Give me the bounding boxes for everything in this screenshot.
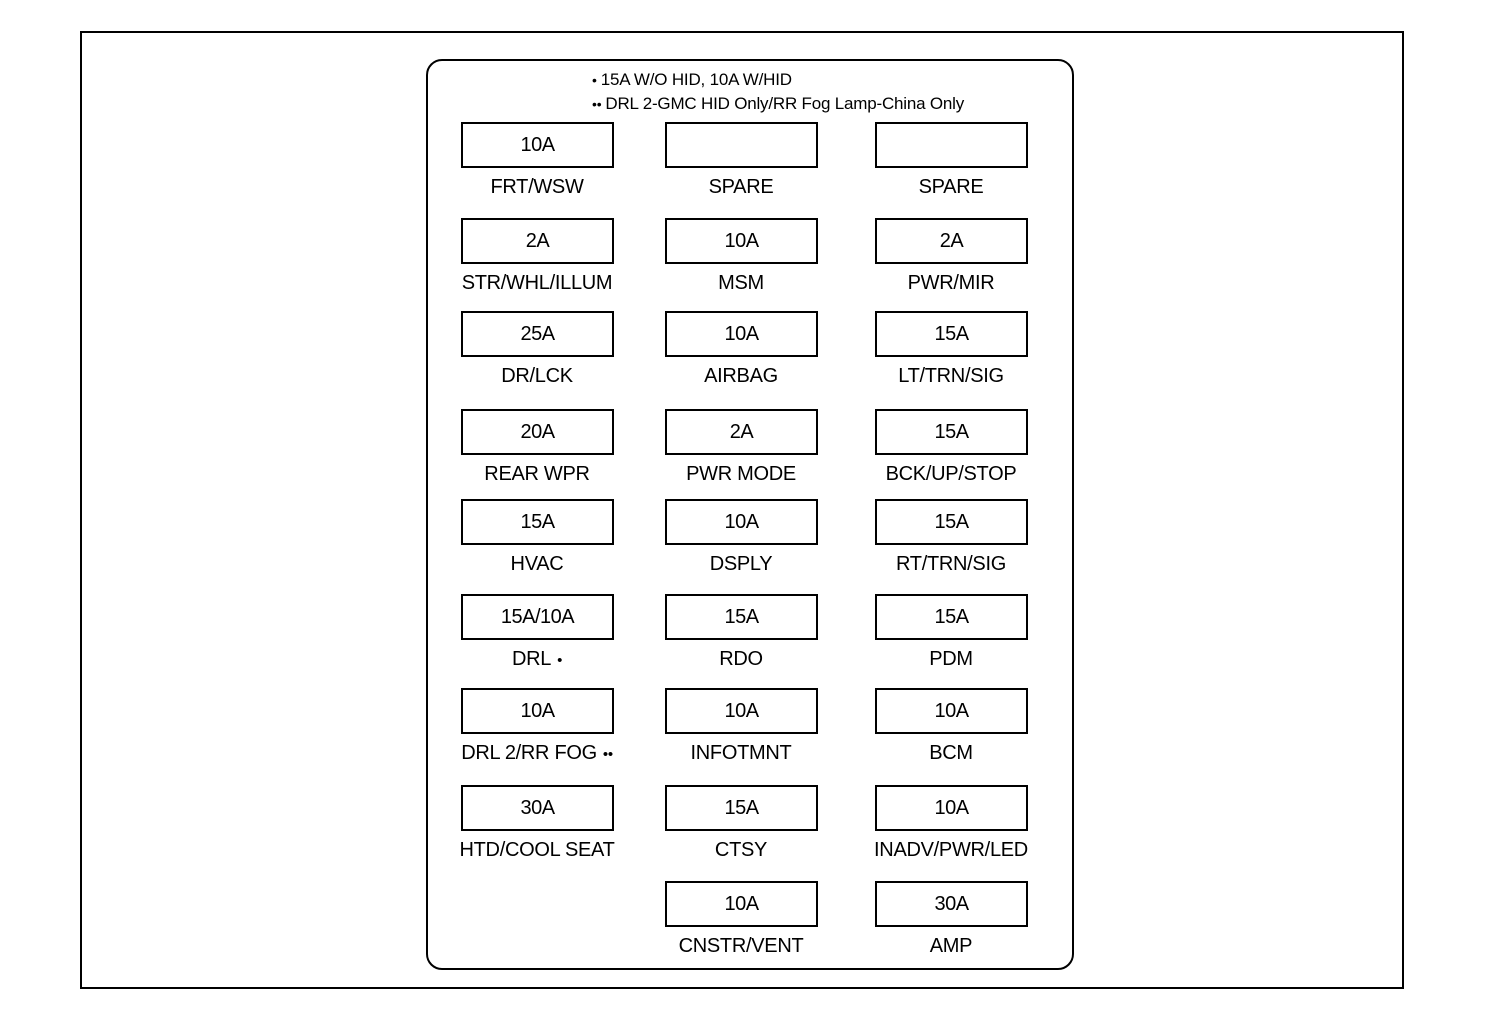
fuse-slot: 15A/10A [461,594,614,640]
fuse-label: HTD/COOL SEAT [417,838,657,862]
fuse-slot: 15A [461,499,614,545]
fuse-label-text: DRL [511,648,552,670]
fuse-label-text: BCK/UP/STOP [885,463,1017,485]
fuse-label: RT/TRN/SIG [831,552,1071,576]
footnote-marker: •• [602,746,613,763]
fuse-slot [665,122,818,168]
fuse-label: AIRBAG [621,364,861,388]
fuse-slot: 10A [665,688,818,734]
fuse-label-text: REAR WPR [484,463,590,485]
fuse-slot: 30A [461,785,614,831]
fuse-slot: 15A [875,311,1028,357]
fuse-label: PDM [831,647,1071,671]
fuse-label: INADV/PWR/LED [831,838,1071,862]
fuse-label-text: RT/TRN/SIG [896,553,1006,575]
footnote-double-dot: ••DRL 2-GMC HID Only/RR Fog Lamp-China O… [592,94,964,114]
fuse-label: FRT/WSW [417,175,657,199]
fuse-label: DSPLY [621,552,861,576]
fuse-label-text: DR/LCK [501,365,573,387]
fuse-label-text: MSM [718,272,764,294]
fuse-slot: 2A [875,218,1028,264]
fuse-label: PWR MODE [621,462,861,486]
fuse-slot: 10A [875,688,1028,734]
fuse-label-text: STR/WHL/ILLUM [461,272,613,294]
fuse-panel [426,59,1074,970]
fuse-slot: 15A [665,785,818,831]
fuse-label-text: SPARE [708,176,774,198]
fuse-label: BCK/UP/STOP [831,462,1071,486]
fuse-label-text: DSPLY [709,553,773,575]
fuse-label-text: INADV/PWR/LED [874,839,1028,861]
fuse-label-text: FRT/WSW [490,176,584,198]
fuse-slot: 10A [665,311,818,357]
fuse-slot: 2A [461,218,614,264]
fuse-slot: 10A [665,881,818,927]
fuse-label: CNSTR/VENT [621,934,861,958]
footnote-marker: •• [592,96,602,112]
fuse-label: BCM [831,741,1071,765]
fuse-slot: 15A [875,409,1028,455]
fuse-slot: 15A [875,499,1028,545]
fuse-slot: 15A [875,594,1028,640]
fuse-label-text: RDO [719,648,763,670]
fuse-slot: 25A [461,311,614,357]
fuse-label-text: PDM [929,648,973,670]
fuse-label-text: INFOTMNT [690,742,792,764]
fuse-label: AMP [831,934,1071,958]
fuse-label: MSM [621,271,861,295]
fuse-label-text: HVAC [510,553,564,575]
fuse-slot [875,122,1028,168]
fuse-label: DRL • [417,647,657,673]
fuse-label-text: PWR/MIR [907,272,995,294]
fuse-label-text: BCM [929,742,973,764]
fuse-label-text: DRL 2/RR FOG [461,742,597,764]
footnote-text: DRL 2-GMC HID Only/RR Fog Lamp-China Onl… [605,94,965,113]
fuse-label-text: HTD/COOL SEAT [459,839,615,861]
fuse-label: HVAC [417,552,657,576]
footnote-single-dot: •15A W/O HID, 10A W/HID [592,70,792,90]
fuse-label: STR/WHL/ILLUM [417,271,657,295]
fuse-label-text: PWR MODE [686,463,796,485]
fuse-label: INFOTMNT [621,741,861,765]
fuse-label-text: CTSY [714,839,768,861]
footnote-marker: • [592,72,597,88]
fuse-label-text: LT/TRN/SIG [898,365,1004,387]
fuse-slot: 15A [665,594,818,640]
fuse-slot: 10A [461,688,614,734]
fuse-label: SPARE [831,175,1071,199]
fuse-slot: 2A [665,409,818,455]
fuse-label: DRL 2/RR FOG •• [417,741,657,767]
fuse-slot: 30A [875,881,1028,927]
fuse-label-text: SPARE [918,176,984,198]
footnote-marker: • [557,652,563,669]
fuse-label: PWR/MIR [831,271,1071,295]
fuse-label: LT/TRN/SIG [831,364,1071,388]
fuse-label: REAR WPR [417,462,657,486]
fuse-slot: 10A [461,122,614,168]
fuse-label: SPARE [621,175,861,199]
fuse-slot: 10A [875,785,1028,831]
footnote-text: 15A W/O HID, 10A W/HID [600,70,792,89]
fuse-label-text: AMP [929,935,973,957]
fuse-label-text: AIRBAG [704,365,778,387]
fuse-slot: 10A [665,499,818,545]
fuse-label-text: CNSTR/VENT [678,935,804,957]
fuse-label: DR/LCK [417,364,657,388]
fuse-label: RDO [621,647,861,671]
fuse-slot: 20A [461,409,614,455]
diagram-frame [80,31,1404,989]
fuse-slot: 10A [665,218,818,264]
fuse-label: CTSY [621,838,861,862]
